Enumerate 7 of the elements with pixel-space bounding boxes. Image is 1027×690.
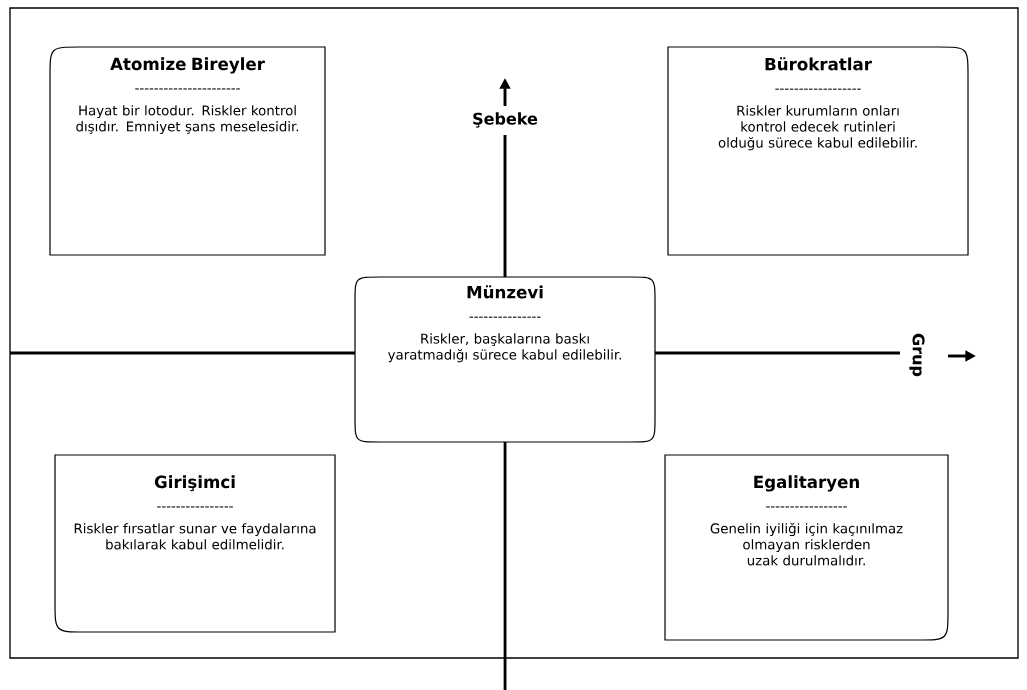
quadrant-box: Münzevi --------------- Riskler, başkalarına baskı yaratmadığı sürece kabul edilebilir. bbox=[354, 276, 656, 443]
quadrant-box: Girişimci ---------------- Riskler fırsatlar sunar ve faydalarına bakılarak kabul edilmelidir. bbox=[54, 454, 336, 633]
quadrant-box: Egalitaryen ----------------- Genelin iyiliği için kaçınılmaz olmayan risklerden uzak durulmalıdır. bbox=[664, 454, 949, 641]
quadrant-box: Atomize Bireyler ---------------------- Hayat bir lotodur. Riskler kontrol dışıdır. Emniyet şans meselesidir. bbox=[49, 46, 326, 256]
axis-label: Grup bbox=[909, 333, 925, 377]
quadrant-box: Bürokratlar ------------------ Riskler kurumların onları kontrol edecek rutinleri olduğu sürece kabul edilebilir. bbox=[667, 46, 969, 256]
axis-label: Şebeke bbox=[473, 112, 538, 128]
